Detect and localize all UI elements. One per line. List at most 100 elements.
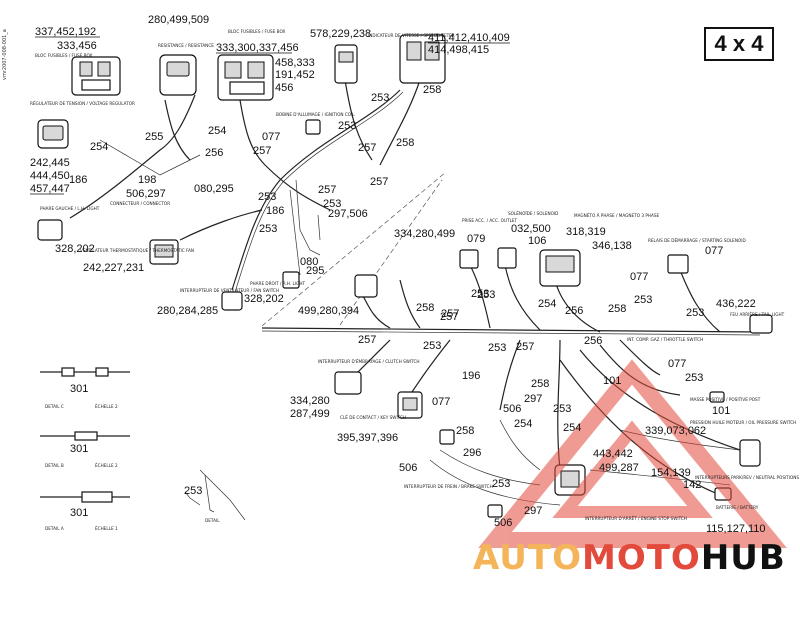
detail-a-number: 301 [70,507,88,519]
callout: 297 [524,505,542,517]
label: MASSE POSITIVE / POSITIVE POST [690,397,761,402]
wire-number: 256 [205,147,223,159]
callout: 191,452 [275,69,315,81]
detail-b-label: DETAIL B [45,463,64,468]
callout: 333,300,337,456 [216,42,299,54]
detail-labels: 301 DETAIL C ÉCHELLE 2 301 DETAIL B ÉCHE… [45,383,220,531]
callout: 077 [630,271,648,283]
callout: 411,412,410,409 [428,32,510,44]
rh-light-connector [282,271,300,289]
callout: 295 [306,265,324,277]
speedometer-connector-left [334,44,358,84]
wire-numbers: 254 255 254 256 186 257 253 253 257 253 … [90,84,704,490]
detail-views [40,367,215,513]
callout: 142 [683,479,701,491]
wire-number: 257 [440,311,458,323]
wire-number: 253 [492,478,510,490]
wire-number: 186 [266,205,284,217]
label: RESISTANCE / RESISTANCE [158,43,214,48]
speedometer-connector [399,34,446,84]
callout: 280,284,285 [157,305,218,317]
lh-light-connector [37,219,63,241]
callout: 242,227,231 [83,262,144,274]
thermostatic-fan-connector [149,239,179,265]
wire-number: 258 [456,425,474,437]
callout: 077 [705,245,723,257]
detail-c-label: DETAIL C [45,404,64,409]
acc-outlet-connector [459,249,479,269]
wire-number: 506 [503,403,521,415]
wire-number: 253 [258,191,276,203]
fan-switch-connector [221,291,243,311]
callout: 297,506 [328,208,368,220]
detail-a-scale: ÉCHELLE 1 [95,526,118,531]
callout: 297 [524,393,542,405]
wire-number: 258 [416,302,434,314]
wire-number: 257 [358,334,376,346]
watermark-logo: AUTO MOTO HUB [473,536,793,580]
callout: 499,287 [599,462,639,474]
positive-post [709,391,725,403]
wire-number: 253 [471,288,489,300]
wire-number: 253 [259,223,277,235]
detail-number: 253 [184,485,202,497]
connectors [37,34,773,518]
ignition-coil-connector [305,119,321,135]
detail-a-label: DETAIL A [45,526,64,531]
label: INTERRUPTEUR DE VENTILATEUR / FAN SWITCH [180,288,279,293]
callout: 287,499 [290,408,330,420]
wire-number: 254 [538,298,556,310]
wire-number: 258 [608,303,626,315]
callout: 443,442 [593,448,633,460]
wire-number: 255 [145,131,163,143]
detail-b-scale: ÉCHELLE 2 [95,463,118,468]
callout: 333,456 [57,40,97,52]
wire-number: 253 [371,92,389,104]
wire-number: 258 [396,137,414,149]
tail-light-connector [749,314,773,334]
wire-number: 256 [584,335,602,347]
watermark-part2: MOTO [581,538,701,578]
wire-number: 253 [338,120,356,132]
callout: 080,295 [194,183,234,195]
label: SOLÉNOÏDE / SOLENOID [508,211,558,216]
label: INT. COMP. GAZ / THROTTLE SWITCH [627,337,703,342]
label: VENTILATEUR THERMOSTATIQUE / THERMOSTATI… [80,248,194,253]
callout: 334,280,499 [394,228,455,240]
wire-number: 254 [90,141,108,153]
callout: 346,138 [592,240,632,252]
wire-number: 257 [370,176,388,188]
callout: 458,333 [275,57,315,69]
callout: 506 [494,517,512,529]
callout: 457,447 [30,183,70,195]
callout: 077 [668,358,686,370]
voltage-regulator-connector [37,119,69,149]
label: PRESSION HUILE MOTEUR / OIL PRESSURE SWI… [690,420,796,425]
wire-number: 256 [565,305,583,317]
fuse-box-left [71,56,121,96]
wire-number: 253 [686,307,704,319]
callout: 337,452,192 [35,26,96,38]
label: RELAIS DE DÉMARRAGE / STARTING SOLENOID [648,238,746,243]
wire-number: 257 [318,184,336,196]
callout: 115,127,110 [706,523,766,535]
wire-number: 258 [531,378,549,390]
callout: 395,397,396 [337,432,398,444]
fuse-box-right [217,54,274,101]
callouts: 337,452,192 333,456 280,499,509 333,300,… [30,14,766,535]
wire-number: 253 [553,403,571,415]
wire-number: 258 [423,84,441,96]
callout: 339,073,062 [645,425,706,437]
wire-number: 253 [685,372,703,384]
label: MAGNÉTO À PHASE / MAGNETO 3 PHASE [574,213,660,218]
label: CONNECTEUR / CONNECTOR [110,201,170,206]
watermark-part3: HUB [700,538,786,578]
engine-stop-connector [487,504,503,518]
callout: 318,319 [566,226,606,238]
left-branch [231,89,401,291]
callout: 444,450 [30,170,70,182]
label: PRISE ACC. / ACC. OUTLET [462,218,518,223]
label: BOBINE D'ALLUMAGE / IGNITION COIL [276,112,355,117]
wire-number: 253 [323,198,341,210]
component-labels: BLOC FUSIBLES / FUSE BOX RESISTANCE / RE… [30,29,799,521]
